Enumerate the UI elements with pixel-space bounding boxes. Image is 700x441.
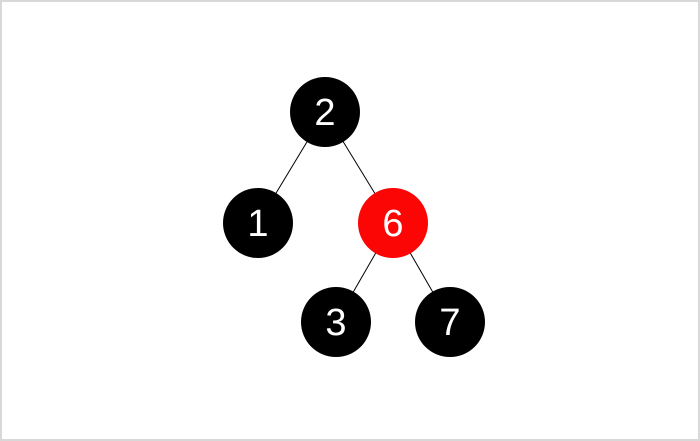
tree-node-circle-2 (290, 77, 360, 147)
tree-node-circle-6 (358, 188, 428, 258)
tree-node-label-2: 2 (314, 92, 335, 134)
tree-node-label-1: 1 (247, 203, 268, 245)
tree-node-7: 7 (415, 287, 485, 357)
tree-node-6: 6 (358, 188, 428, 258)
tree-node-3: 3 (301, 287, 371, 357)
tree-node-label-7: 7 (439, 302, 460, 344)
tree-node-circle-1 (223, 188, 293, 258)
tree-node-circle-3 (301, 287, 371, 357)
tree-node-label-6: 6 (382, 203, 403, 245)
tree-node-1: 1 (223, 188, 293, 258)
tree-node-circle-7 (415, 287, 485, 357)
tree-node-2: 2 (290, 77, 360, 147)
tree-node-label-3: 3 (325, 302, 346, 344)
